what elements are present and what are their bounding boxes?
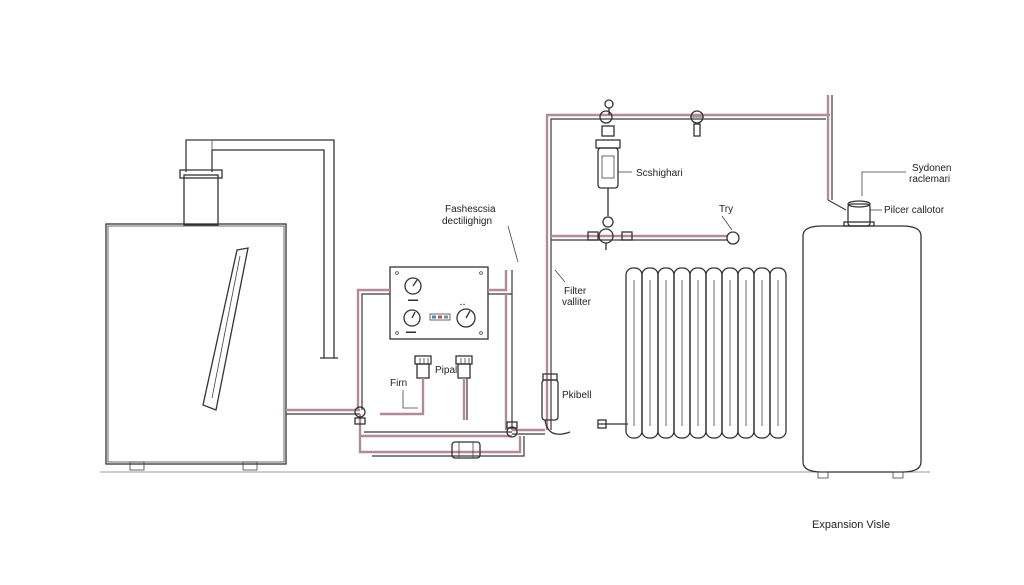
filter-label-line2: valliter bbox=[562, 297, 592, 308]
valve-left[interactable] bbox=[354, 406, 366, 425]
pipe-label: Pipal bbox=[435, 365, 457, 376]
left-dial-icon[interactable] bbox=[403, 309, 421, 327]
svg-text:▬▬: ▬▬ bbox=[406, 329, 416, 335]
control-title-line1: Fashescsia bbox=[445, 204, 496, 215]
firm-label: Firn bbox=[390, 378, 407, 389]
pump-left bbox=[414, 355, 432, 379]
pikbell-label: Pkibell bbox=[562, 390, 591, 401]
right-dial-icon[interactable] bbox=[456, 308, 476, 328]
expansion-label: Expansion Visle bbox=[812, 519, 890, 531]
control-display bbox=[429, 313, 451, 321]
boiler bbox=[105, 223, 287, 471]
top-line-valve[interactable] bbox=[690, 110, 704, 137]
radiator bbox=[625, 267, 787, 439]
primary-pipework bbox=[286, 270, 545, 457]
main-riser bbox=[545, 95, 847, 430]
leader-lines bbox=[402, 171, 906, 409]
radiator-column bbox=[769, 267, 787, 439]
filter-valve bbox=[541, 373, 571, 435]
try-label: Try bbox=[719, 204, 733, 215]
component-top-label: Scshighari bbox=[636, 168, 683, 179]
try-endcap-icon[interactable] bbox=[726, 231, 740, 245]
radiator-valve[interactable] bbox=[597, 419, 628, 429]
flue-pipe bbox=[179, 139, 338, 359]
pilcer-label: Pilcer callotor bbox=[884, 205, 945, 216]
filter-label-line1: Filter bbox=[564, 286, 587, 297]
inline-filter bbox=[451, 441, 481, 459]
top-valve-assembly bbox=[587, 99, 633, 250]
valve-right[interactable] bbox=[506, 421, 518, 438]
svg-text:▬▬: ▬▬ bbox=[408, 297, 418, 303]
expansion-vessel bbox=[802, 200, 922, 479]
sydonen-label-line1: Sydonen bbox=[912, 163, 951, 174]
control-title-line2: dectilighign bbox=[442, 216, 492, 227]
svg-text:▪ ▪: ▪ ▪ bbox=[460, 302, 465, 308]
top-dial-icon[interactable] bbox=[404, 277, 422, 295]
sydonen-label-line2: raclemari bbox=[909, 174, 950, 185]
pump-right bbox=[455, 355, 473, 379]
control-panel: ▬▬ ▬▬ ▪ ▪ bbox=[389, 266, 489, 340]
